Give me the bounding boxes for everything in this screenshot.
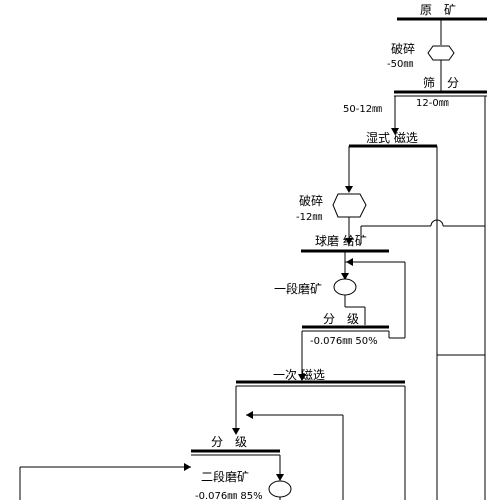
arrow-oversize [391,128,399,135]
grinding-1-label: 一段磨矿 [274,281,322,296]
arrow-class2-right-down [276,474,284,481]
flow-merge-hop [430,219,444,227]
crusher-1-icon [427,45,455,61]
arrow-left-loop [184,463,191,471]
arrow-recycle1 [346,258,353,266]
screening-label: 筛 分 [423,75,459,90]
crusher-1-label: 破碎 [391,41,415,56]
grinding-2-label: 二段磨矿 [201,469,249,484]
arrow-wetmag-left [345,186,353,193]
grinding-1-icon [333,278,357,296]
arrow-crusher2-down [345,238,353,245]
crusher-2-icon [332,193,367,218]
crusher-1-size: -50㎜ [387,59,413,70]
arrow-mag1-left [232,428,240,435]
wet-mag-label: 湿式 磁选 [366,130,418,145]
crusher-2-label: 破碎 [299,193,323,208]
grinding-2-icon [268,480,292,498]
classify-2-label: 分 级 [211,435,247,449]
ball-mill-feed-label: 球磨 给矿 [315,234,367,248]
classify-1-spec: -0.076㎜ 50% [310,336,378,347]
oversize-label: 50-12㎜ [343,104,382,115]
arrow-recycle2 [246,411,253,419]
raw-ore-label: 原 矿 [420,3,456,17]
crusher-2-size: -12㎜ [296,212,322,223]
arrow-class1-down [298,374,306,381]
mag-1-label: 一次 磁选 [273,367,325,382]
classify-2-spec: -0.076㎜ 85% [195,491,263,500]
undersize-label: 12-0㎜ [416,98,449,109]
arrow-feed-to-grind1 [341,273,349,280]
classify-1-label: 分 级 [323,312,359,326]
